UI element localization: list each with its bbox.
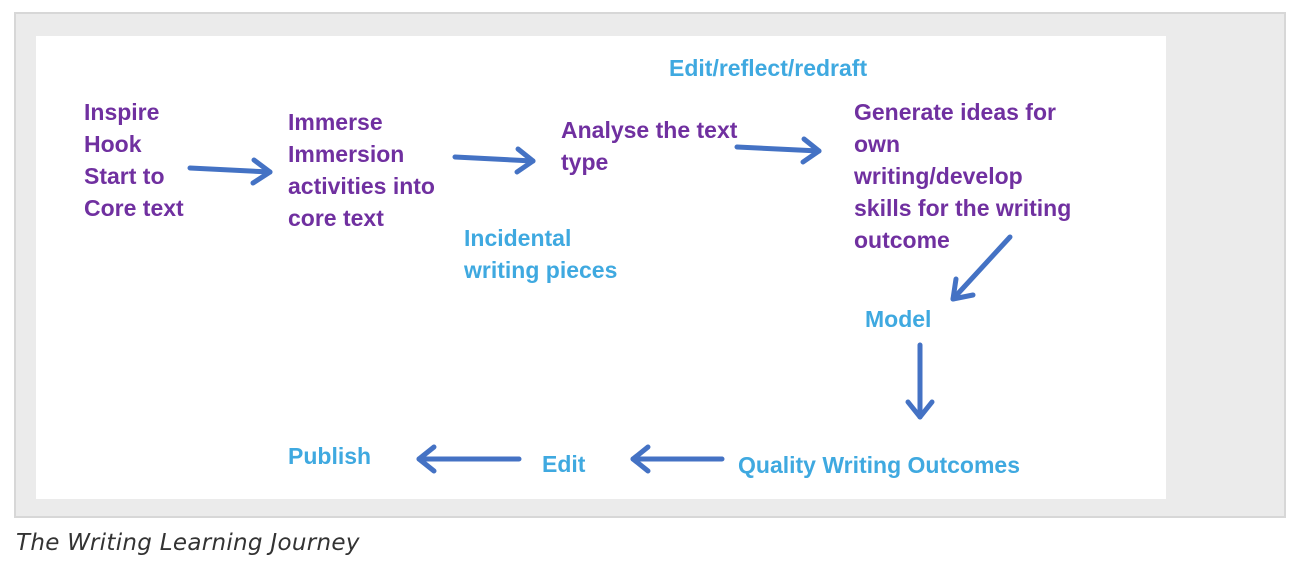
figure-caption: The Writing Learning Journey bbox=[16, 530, 360, 556]
node-model: Model bbox=[865, 306, 932, 332]
node-publish: Publish bbox=[288, 443, 372, 469]
node-immerse: Immerse Immersion activities into core t… bbox=[288, 109, 435, 231]
node-edit-reflect-redraft: Edit/reflect/redraft bbox=[669, 55, 868, 81]
node-inspire: Inspire Hook Start to Core text bbox=[84, 99, 184, 221]
node-incidental-writing: Incidental writing pieces bbox=[464, 225, 618, 283]
node-edit: Edit bbox=[542, 451, 586, 477]
node-generate-ideas: Generate ideas for own writing/develop s… bbox=[854, 99, 1072, 253]
node-quality-writing-outcomes: Quality Writing Outcomes bbox=[738, 452, 1020, 478]
node-analyse: Analyse the text type bbox=[561, 117, 738, 175]
